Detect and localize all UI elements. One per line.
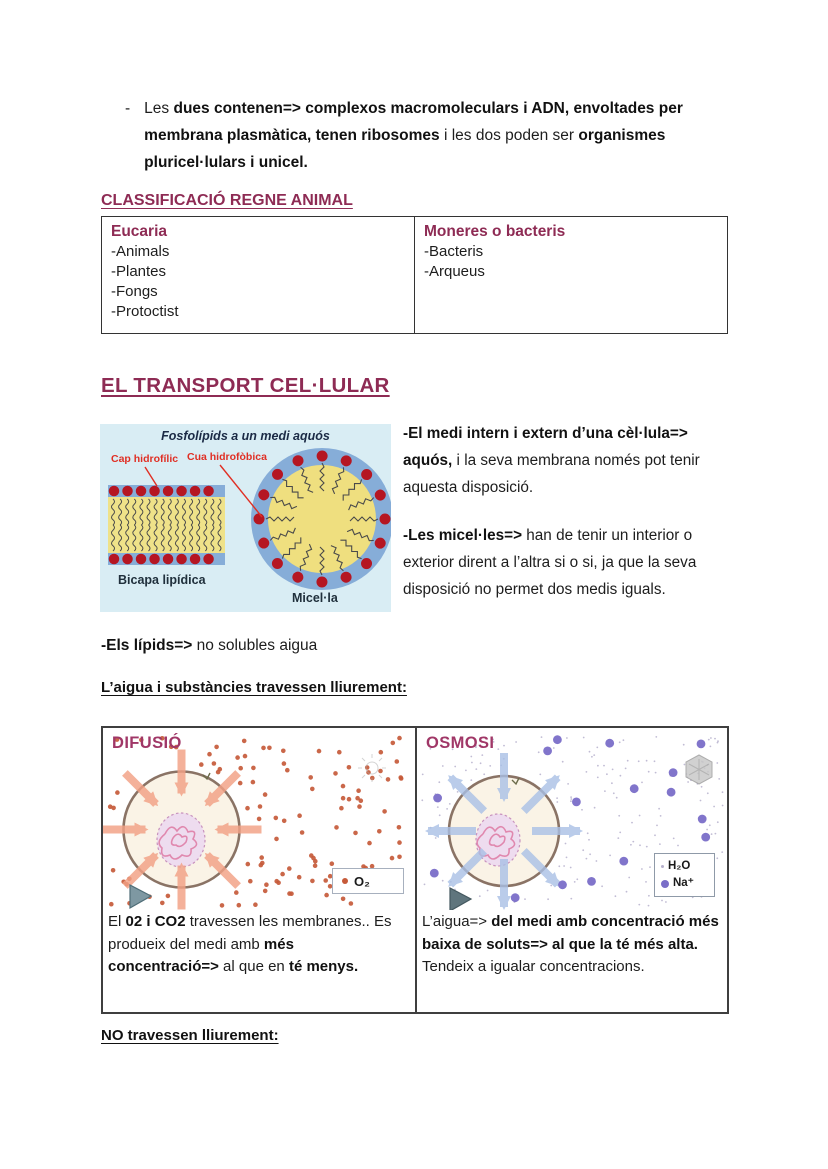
kingdom-item: -Fongs	[111, 283, 158, 300]
difusio-title: DIFUSIÓ	[112, 734, 182, 752]
difusio-seg6: té menys.	[288, 958, 359, 975]
classificacio-heading: CLASSIFICACIÓ REGNE ANIMAL	[101, 192, 353, 209]
kingdom-item: -Arqueus	[424, 263, 485, 280]
play-icon	[449, 887, 473, 910]
bilayer-core	[108, 497, 225, 553]
figure-title: Fosfolípids a un medi aquós	[161, 429, 330, 443]
osmosi-title: OSMOSI	[426, 734, 495, 752]
h2o-legend-label: H₂O	[668, 860, 691, 872]
lipids-bold: -Els lípids=>	[101, 637, 193, 654]
sodium-dot-icon	[661, 879, 669, 888]
oxygen-dot-icon	[342, 878, 348, 884]
bilayer-tails	[111, 498, 222, 552]
cell-nucleus	[156, 812, 206, 868]
osmosi-diagram	[421, 735, 724, 910]
micella-label: Micel·la	[292, 591, 338, 605]
moneres-header: Moneres o bacteris	[424, 223, 566, 240]
osmosi-seg2: del medi amb concentració més baixa de s…	[422, 913, 719, 953]
lipids-rest: no solubles aigua	[192, 637, 318, 654]
oxygen-legend: O₂	[332, 868, 404, 894]
kingdom-table-col-moneres: Moneres o bacteris -Bacteris -Arqueus	[414, 217, 727, 333]
difusio-seg1: El	[108, 913, 126, 930]
oxygen-legend-label: O₂	[354, 873, 370, 889]
difusio-seg3: travessen les membranes.. Es produeix de…	[108, 913, 392, 953]
lipids-note: -Els lípids=> no solubles aigua	[101, 637, 317, 655]
virus-icon	[685, 754, 713, 785]
kingdom-table: Eucaria -Animals -Plantes -Fongs -Protoc…	[101, 216, 728, 334]
note2-bold: -Les micel·les=>	[403, 527, 523, 544]
difusio-seg2: 02 i CO2	[125, 913, 186, 930]
cell-debris	[511, 777, 520, 786]
cell-debris	[202, 772, 211, 781]
micelle-heads	[253, 450, 391, 588]
osmosi-seg3: Tendeix a igualar concentracions.	[422, 958, 645, 975]
transport-table: DIFUSIÓ	[101, 726, 729, 1014]
intro-seg1: Les	[144, 100, 174, 117]
play-icon	[129, 884, 153, 910]
cap-hidrofilic-label: Cap hidrofílic	[111, 453, 179, 465]
kingdom-item: -Animals	[111, 243, 170, 260]
note1-bold: -El medi intern i extern d’una cèl·lula=…	[403, 425, 688, 469]
membrane-note-2: -Les micel·les=> han de tenir un interio…	[403, 522, 741, 603]
intro-seg3: i les dos poden ser	[443, 127, 579, 144]
nucleus-chromatin	[158, 825, 198, 860]
na-legend-label: Na⁺	[673, 877, 694, 889]
intro-seg2: dues contenen=> complexos macromolecular…	[144, 100, 683, 144]
note1-rest: i la seva membrana només pot tenir aques…	[403, 452, 700, 496]
membrane-notes: -El medi intern i extern d’una cèl·lula=…	[403, 420, 741, 603]
kingdom-table-col-eucaria: Eucaria -Animals -Plantes -Fongs -Protoc…	[102, 217, 414, 333]
intro-seg4: organismes pluricel·lulars i unicel.	[144, 127, 666, 171]
diffusion-arrows	[103, 749, 262, 910]
kingdom-item: -Bacteris	[424, 243, 484, 260]
intro-bullet: - Les dues contenen=> complexos macromol…	[125, 95, 731, 176]
intro-text: Les dues contenen=> complexos macromolec…	[144, 95, 722, 176]
water-dot-icon	[661, 865, 664, 868]
na-legend-row: Na⁺	[661, 875, 694, 892]
osmosis-legend: H₂O Na⁺	[654, 853, 715, 897]
osmosis-arrows	[425, 753, 583, 910]
sodium-dots	[429, 735, 711, 903]
cap-leader-line	[144, 466, 158, 487]
cua-hidrofobica-label: Cua hidrofòbica	[187, 451, 267, 463]
difusio-seg4: més concentració=>	[108, 935, 294, 976]
eucaria-header: Eucaria	[111, 223, 168, 240]
bicapa-label: Bicapa lipídica	[118, 573, 206, 587]
bilayer-heads	[108, 485, 228, 565]
h2o-legend-row: H₂O	[661, 858, 690, 875]
cua-leader-line	[219, 464, 263, 518]
no-transport-heading: NO travessen lliurement:	[101, 1027, 279, 1044]
free-transport-heading: L’aigua i substàncies travessen lliureme…	[101, 679, 407, 696]
kingdom-item: -Plantes	[111, 263, 167, 280]
difusio-text: El 02 i CO2 travessen les membranes.. Es…	[108, 911, 408, 979]
micelle-tails	[265, 462, 379, 576]
phospholipid-diagram	[108, 448, 391, 590]
specimen-icon	[358, 754, 386, 782]
osmosi-panel: OSMOSI	[415, 728, 727, 1012]
membrane-note-1: -El medi intern i extern d’una cèl·lula=…	[403, 420, 741, 501]
kingdom-item: -Protoctist	[111, 303, 179, 320]
osmosi-seg1: L’aigua=>	[422, 913, 492, 930]
phospholipid-figure: Fosfolípids a un medi aquós Cap hidrofíl…	[100, 424, 391, 612]
cell-nucleus	[475, 813, 521, 867]
difusio-seg5: al que en	[218, 958, 289, 975]
transport-heading: EL TRANSPORT CEL·LULAR	[101, 374, 390, 397]
bullet-dash: -	[125, 100, 131, 117]
difusio-panel: DIFUSIÓ	[103, 728, 415, 1012]
note2-rest: han de tenir un interior o exterior dire…	[403, 527, 697, 598]
osmosi-text: L’aigua=> del medi amb concentració més …	[422, 911, 722, 979]
